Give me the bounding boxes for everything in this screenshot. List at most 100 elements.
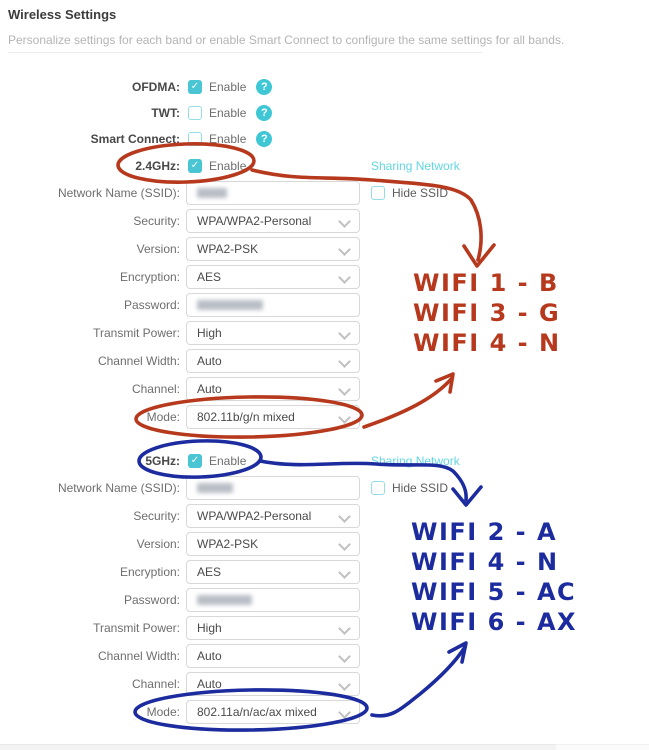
- hide-ssid-control: Hide SSID: [371, 186, 448, 200]
- help-icon[interactable]: ?: [256, 131, 273, 147]
- security-select[interactable]: WPA/WPA2-Personal: [186, 209, 360, 233]
- security-label: Security:: [133, 214, 180, 228]
- password-input[interactable]: [186, 588, 360, 612]
- version-select[interactable]: WPA2-PSK: [186, 532, 360, 556]
- encryption-label: Encryption:: [119, 270, 180, 284]
- transmit-power-select[interactable]: High: [186, 616, 360, 640]
- footer-bar: [0, 744, 556, 750]
- select-value: WPA2-PSK: [197, 242, 259, 256]
- select-value: WPA/WPA2-Personal: [197, 509, 312, 523]
- sharing-network-link[interactable]: Sharing Network: [371, 453, 460, 468]
- page-subtitle: Personalize settings for each band or en…: [8, 33, 565, 47]
- select-value: AES: [197, 270, 222, 284]
- chevron-down-icon: [338, 678, 351, 691]
- channel-width-select[interactable]: Auto: [186, 644, 360, 668]
- help-icon[interactable]: ?: [256, 105, 273, 121]
- field-row: Security:WPA/WPA2-Personal: [0, 502, 649, 530]
- network-name-ssid-label: Network Name (SSID):: [57, 186, 180, 200]
- chevron-down-icon: [338, 215, 351, 228]
- field-row: Transmit Power: High: [0, 614, 649, 642]
- network-name-ssid-label: Network Name (SSID):: [57, 481, 180, 495]
- transmit-power-label: Transmit Power:: [93, 621, 180, 635]
- field-row: Mode: 802.11b/g/n mixed: [0, 403, 649, 431]
- 5ghz-label: 5GHz:: [145, 453, 180, 468]
- mode-select[interactable]: 802.11b/g/n mixed: [186, 405, 360, 429]
- hide-ssid-label: Hide SSID: [392, 481, 449, 495]
- global-settings: OFDMA:✓Enable?TWT:Enable?Smart Connect:E…: [0, 74, 649, 152]
- smart-connect-checkbox[interactable]: [188, 132, 202, 146]
- enable-label: Enable: [209, 453, 247, 468]
- version-label: Version:: [136, 537, 180, 551]
- chevron-down-icon: [338, 383, 351, 396]
- mode-label: Mode:: [146, 705, 180, 719]
- network-name-ssid-input[interactable]: [186, 476, 360, 500]
- ofdma-label: OFDMA:: [132, 80, 180, 94]
- field-row: Channel Width: Auto: [0, 347, 649, 375]
- chevron-down-icon: [338, 271, 351, 284]
- field-row: Channel:Auto: [0, 375, 649, 403]
- chevron-down-icon: [338, 566, 351, 579]
- global-row: OFDMA:✓Enable?: [0, 74, 649, 100]
- channel-width-select[interactable]: Auto: [186, 349, 360, 373]
- field-row: Network Name (SSID): Hide SSID: [0, 474, 649, 502]
- annotation-line: WIFI 5 - AC: [411, 578, 577, 606]
- field-row: Version: WPA2-PSK: [0, 530, 649, 558]
- enable-label: Enable: [209, 106, 247, 120]
- chevron-down-icon: [338, 355, 351, 368]
- network-name-ssid-input[interactable]: [186, 181, 360, 205]
- twt-checkbox[interactable]: [188, 106, 202, 120]
- 2.4ghz-label: 2.4GHz:: [135, 158, 180, 173]
- global-row: Smart Connect: Enable?: [0, 126, 649, 152]
- mode-select[interactable]: 802.11a/n/ac/ax mixed: [186, 700, 360, 724]
- version-select[interactable]: WPA2-PSK: [186, 237, 360, 261]
- enable-label: Enable: [209, 158, 247, 173]
- encryption-select[interactable]: AES: [186, 560, 360, 584]
- field-row: Mode: 802.11a/n/ac/ax mixed: [0, 698, 649, 726]
- chevron-down-icon: [338, 650, 351, 663]
- encryption-select[interactable]: AES: [186, 265, 360, 289]
- channel-label: Channel:: [131, 677, 180, 691]
- mode-label: Mode:: [146, 410, 180, 424]
- footer-bar-right: [556, 744, 649, 750]
- password-input[interactable]: [186, 293, 360, 317]
- transmit-power-select[interactable]: High: [186, 321, 360, 345]
- channel-select[interactable]: Auto: [186, 672, 360, 696]
- select-value: AES: [197, 565, 222, 579]
- chevron-down-icon: [338, 622, 351, 635]
- select-value: Auto: [197, 677, 222, 691]
- ofdma-checkbox[interactable]: ✓: [188, 80, 202, 94]
- sharing-network-link[interactable]: Sharing Network: [371, 158, 460, 173]
- field-row: Version:WPA2-PSK: [0, 235, 649, 263]
- field-row: Channel Width:Auto: [0, 642, 649, 670]
- security-select[interactable]: WPA/WPA2-Personal: [186, 504, 360, 528]
- select-value: Auto: [197, 354, 222, 368]
- channel-select[interactable]: Auto: [186, 377, 360, 401]
- annotation-line: WIFI 1 - B: [413, 269, 559, 297]
- 2.4ghz-enable-checkbox[interactable]: ✓: [188, 158, 202, 173]
- smart-connect-label: Smart Connect:: [90, 132, 180, 146]
- annotation-blue-text: WIFI 2 - A WIFI 4 - N WIFI 5 - AC WIFI 6…: [411, 517, 577, 637]
- hide-ssid-label: Hide SSID: [392, 186, 449, 200]
- divider: [8, 52, 482, 53]
- select-value: Auto: [197, 649, 222, 663]
- masked-value: [197, 595, 252, 605]
- select-value: 802.11b/g/n mixed: [197, 410, 295, 424]
- enable-label: Enable: [209, 132, 247, 146]
- password-label: Password:: [123, 593, 180, 607]
- field-row: Password:: [0, 291, 649, 319]
- masked-value: [197, 188, 227, 198]
- encryption-label: Encryption:: [119, 565, 180, 579]
- band-header-row: 5GHz: ✓ Enable Sharing Network: [0, 447, 649, 474]
- annotation-line: WIFI 4 - N: [413, 329, 561, 357]
- chevron-down-icon: [338, 411, 351, 424]
- channel-width-label: Channel Width:: [97, 354, 180, 368]
- hide-ssid-checkbox[interactable]: [371, 186, 385, 200]
- chevron-down-icon: [338, 538, 351, 551]
- field-row: Encryption: AES: [0, 263, 649, 291]
- select-value: WPA2-PSK: [197, 537, 259, 551]
- annotation-line: WIFI 6 - AX: [411, 608, 578, 636]
- 5ghz-enable-checkbox[interactable]: ✓: [188, 453, 202, 468]
- hide-ssid-checkbox[interactable]: [371, 481, 385, 495]
- help-icon[interactable]: ?: [256, 79, 273, 95]
- field-row: Encryption: AES: [0, 558, 649, 586]
